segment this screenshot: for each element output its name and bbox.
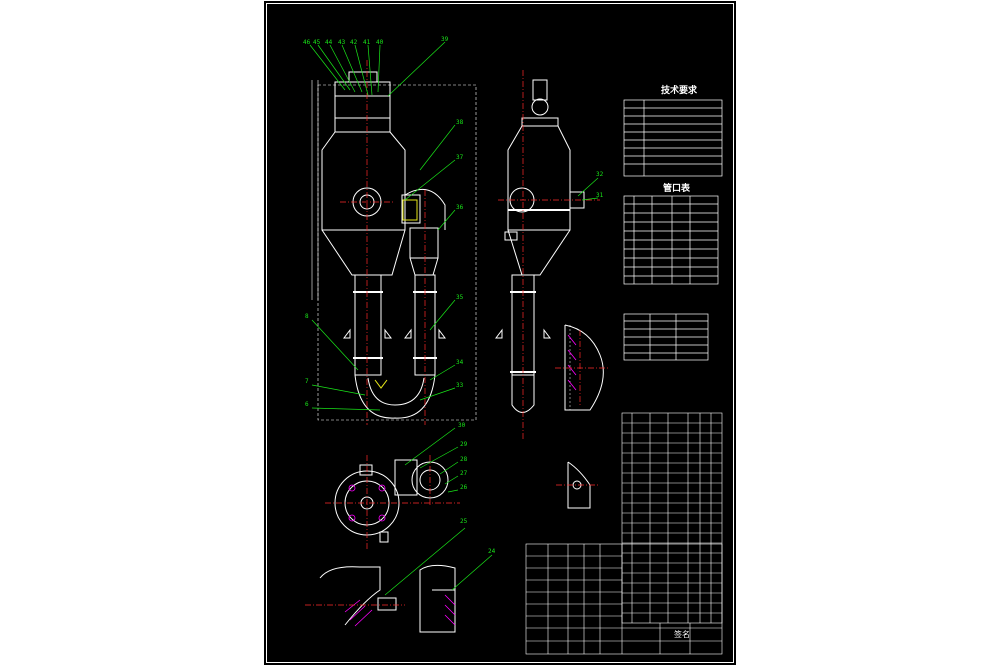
svg-text:31: 31 <box>596 192 604 199</box>
section-d <box>419 564 456 633</box>
svg-text:45: 45 <box>313 39 321 46</box>
signature-label: 签名 <box>674 629 690 639</box>
svg-text:41: 41 <box>363 39 371 46</box>
detail-a-hatch <box>567 334 577 391</box>
svg-text:30: 30 <box>458 422 466 429</box>
front-view-leaders <box>309 41 456 411</box>
svg-text:8: 8 <box>305 313 309 320</box>
svg-text:7: 7 <box>305 378 309 385</box>
svg-text:32: 32 <box>596 171 604 178</box>
svg-text:26: 26 <box>460 484 468 491</box>
side-view-leaders <box>577 177 599 201</box>
svg-text:37: 37 <box>456 154 464 161</box>
tech-req-title: 技术要求 <box>661 84 698 96</box>
svg-text:40: 40 <box>376 39 384 46</box>
plan-view-balloons: 30 29 28 27 26 <box>458 422 468 491</box>
svg-text:29: 29 <box>460 441 468 448</box>
svg-text:46: 46 <box>303 39 311 46</box>
svg-text:27: 27 <box>460 470 468 477</box>
svg-text:28: 28 <box>460 456 468 463</box>
parts-list <box>621 412 723 624</box>
section-c-hatch <box>344 599 373 627</box>
front-view-centerlines <box>340 60 426 425</box>
plan-view-marks <box>348 484 386 522</box>
tech-req-table <box>623 99 723 177</box>
plan-view-leaders <box>404 427 459 493</box>
svg-text:34: 34 <box>456 359 464 366</box>
plan-view-centerlines <box>325 455 460 550</box>
svg-text:6: 6 <box>305 401 309 408</box>
design-data-table <box>623 313 709 361</box>
nozzle-table-title: 管口表 <box>663 182 691 194</box>
side-view-balloons: 32 31 <box>596 171 604 199</box>
svg-text:39: 39 <box>441 36 449 43</box>
section-d-hatch <box>444 594 456 626</box>
title-block <box>525 543 723 655</box>
front-view-yellow <box>374 199 418 389</box>
nozzle-table <box>623 195 719 285</box>
svg-text:44: 44 <box>325 39 333 46</box>
svg-text:43: 43 <box>338 39 346 46</box>
svg-text:42: 42 <box>350 39 358 46</box>
svg-text:33: 33 <box>456 382 464 389</box>
detail-a-centerline <box>555 330 610 405</box>
svg-text:35: 35 <box>456 294 464 301</box>
section-c <box>319 566 397 626</box>
svg-text:25: 25 <box>460 518 468 525</box>
svg-text:24: 24 <box>488 548 496 555</box>
svg-text:36: 36 <box>456 204 464 211</box>
svg-text:38: 38 <box>456 119 464 126</box>
section-leaders <box>384 527 493 596</box>
section-balloons: 25 24 <box>460 518 496 555</box>
inner-frame <box>266 3 734 663</box>
